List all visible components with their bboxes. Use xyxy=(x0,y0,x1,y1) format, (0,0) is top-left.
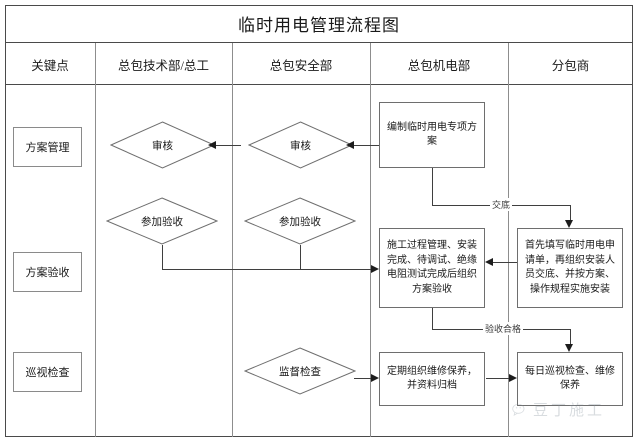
column-header-tech-dept: 总包技术部/总工 xyxy=(118,58,209,73)
key-point-patrol-inspection[interactable]: 巡视检查 xyxy=(13,352,82,392)
arrowhead-me-construction-right xyxy=(485,258,493,266)
connector-disclosure-drop xyxy=(570,205,571,220)
node-sub-daily-patrol[interactable]: 每日巡视检查、维修保养 xyxy=(517,352,623,406)
node-tech-review[interactable]: 审核 xyxy=(110,121,215,169)
diamond-shape xyxy=(110,121,215,169)
connector-acceptance-passed-down xyxy=(432,308,433,329)
connector-supervision-to-maintenance xyxy=(354,378,371,379)
column-header-row: 关键点 总包技术部/总工 总包安全部 总包机电部 分包商 xyxy=(5,43,633,85)
connector-sub-to-me-construction xyxy=(493,262,517,263)
diamond-shape xyxy=(106,197,218,245)
connector-acceptance-merge xyxy=(162,269,371,270)
node-me-prepare-plan[interactable]: 编制临时用电专项方案 xyxy=(379,102,485,168)
connector-acceptance-passed-drop xyxy=(570,329,571,344)
node-safety-review-label: 审核 xyxy=(290,140,311,152)
key-point-plan-acceptance[interactable]: 方案验收 xyxy=(13,252,82,292)
key-point-plan-management[interactable]: 方案管理 xyxy=(13,127,82,167)
diamond-shape xyxy=(248,121,353,169)
connector-tech-accept-down xyxy=(162,245,163,269)
connector-safety-accept-down xyxy=(300,245,301,269)
column-header-me-dept: 总包机电部 xyxy=(407,58,471,73)
arrowhead-sub-daily-patrol-left xyxy=(509,374,517,382)
node-sub-apply-install[interactable]: 首先填写临时用电申请单，再组织安装人员交底、并按方案、操作规程实施安装 xyxy=(517,228,623,308)
column-header-safety-dept: 总包安全部 xyxy=(269,58,333,73)
diamond-shape xyxy=(244,347,356,395)
node-safety-review[interactable]: 审核 xyxy=(248,121,353,169)
column-header-key-points: 关键点 xyxy=(31,58,69,73)
chart-title-row: 临时用电管理流程图 xyxy=(5,5,633,43)
arrowhead-safety-review xyxy=(346,141,354,149)
column-header-subcontractor: 分包商 xyxy=(551,58,590,73)
arrowhead-me-construction-left xyxy=(371,265,379,273)
column-divider-1 xyxy=(95,43,96,437)
edge-label-disclosure: 交底 xyxy=(490,198,513,211)
arrowhead-me-periodic-maintenance xyxy=(371,374,379,382)
column-divider-4 xyxy=(508,43,509,437)
node-me-construction-mgmt[interactable]: 施工过程管理、安装完成、待调试、绝缘电阻测试完成后组织方案验收 xyxy=(379,228,485,308)
arrowhead-sub-apply-install xyxy=(565,220,573,228)
edge-label-acceptance-passed: 验收合格 xyxy=(483,322,524,335)
column-divider-2 xyxy=(232,43,233,437)
node-safety-supervision-label: 监督检查 xyxy=(279,366,321,378)
node-safety-supervision[interactable]: 监督检查 xyxy=(244,347,356,395)
connector-disclosure-down xyxy=(432,168,433,205)
connector-prepare-to-safety-review xyxy=(354,145,379,146)
arrowhead-sub-daily-patrol xyxy=(565,344,573,352)
connector-maintenance-to-daily-patrol xyxy=(486,378,509,379)
node-tech-join-acceptance[interactable]: 参加验收 xyxy=(106,197,218,245)
node-me-periodic-maintenance[interactable]: 定期组织维修保养，并资料归档 xyxy=(379,352,485,406)
diamond-shape xyxy=(244,197,356,245)
arrowhead-tech-review xyxy=(208,141,216,149)
connector-safety-to-tech-review xyxy=(216,145,241,146)
node-safety-join-acceptance-label: 参加验收 xyxy=(279,216,321,228)
node-tech-join-acceptance-label: 参加验收 xyxy=(141,216,183,228)
page-title: 临时用电管理流程图 xyxy=(238,16,400,35)
column-divider-3 xyxy=(370,43,371,437)
node-tech-review-label: 审核 xyxy=(152,140,173,152)
node-safety-join-acceptance[interactable]: 参加验收 xyxy=(244,197,356,245)
